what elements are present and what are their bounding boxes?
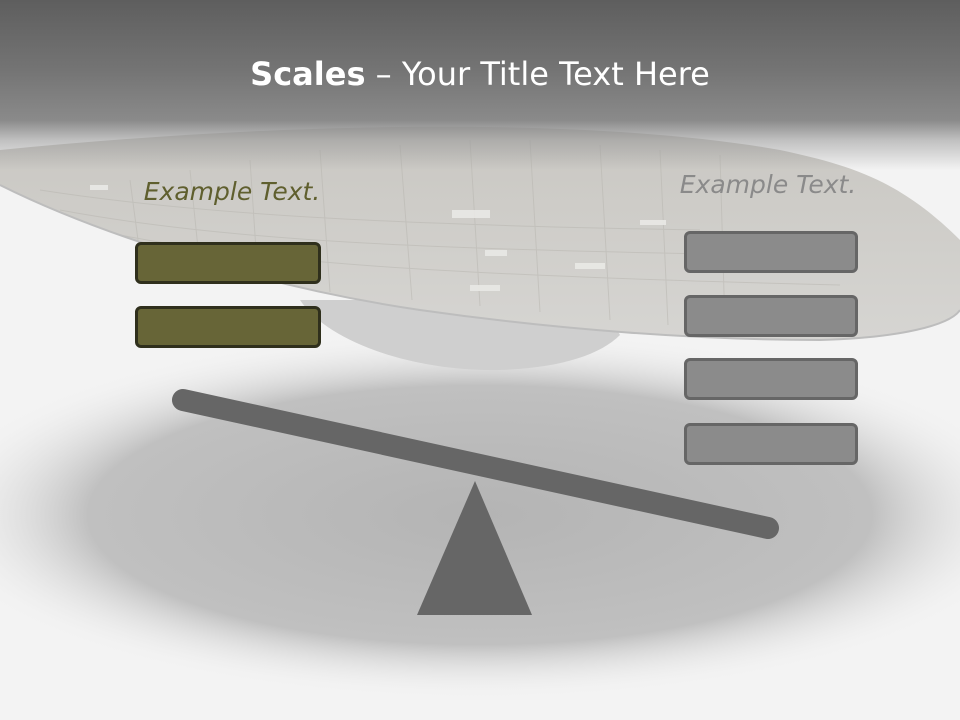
right-text-box-3[interactable] bbox=[684, 358, 858, 400]
left-text-box-1[interactable] bbox=[135, 242, 321, 284]
left-text-box-2[interactable] bbox=[135, 306, 321, 348]
left-example-label: Example Text. bbox=[143, 177, 321, 206]
right-text-box-4[interactable] bbox=[684, 423, 858, 465]
right-text-box-2[interactable] bbox=[684, 295, 858, 337]
title-rest-text: – Your Title Text Here bbox=[365, 55, 710, 93]
scale-beam bbox=[172, 389, 779, 539]
ship-disc bbox=[0, 126, 960, 340]
title-band bbox=[0, 0, 960, 170]
scale-fulcrum bbox=[417, 481, 532, 615]
slide-title: Scales – Your Title Text Here bbox=[0, 52, 960, 96]
title-bold-text: Scales bbox=[250, 55, 366, 93]
ship-lights bbox=[90, 185, 666, 291]
right-example-label: Example Text. bbox=[679, 170, 857, 199]
right-text-box-1[interactable] bbox=[684, 231, 858, 273]
